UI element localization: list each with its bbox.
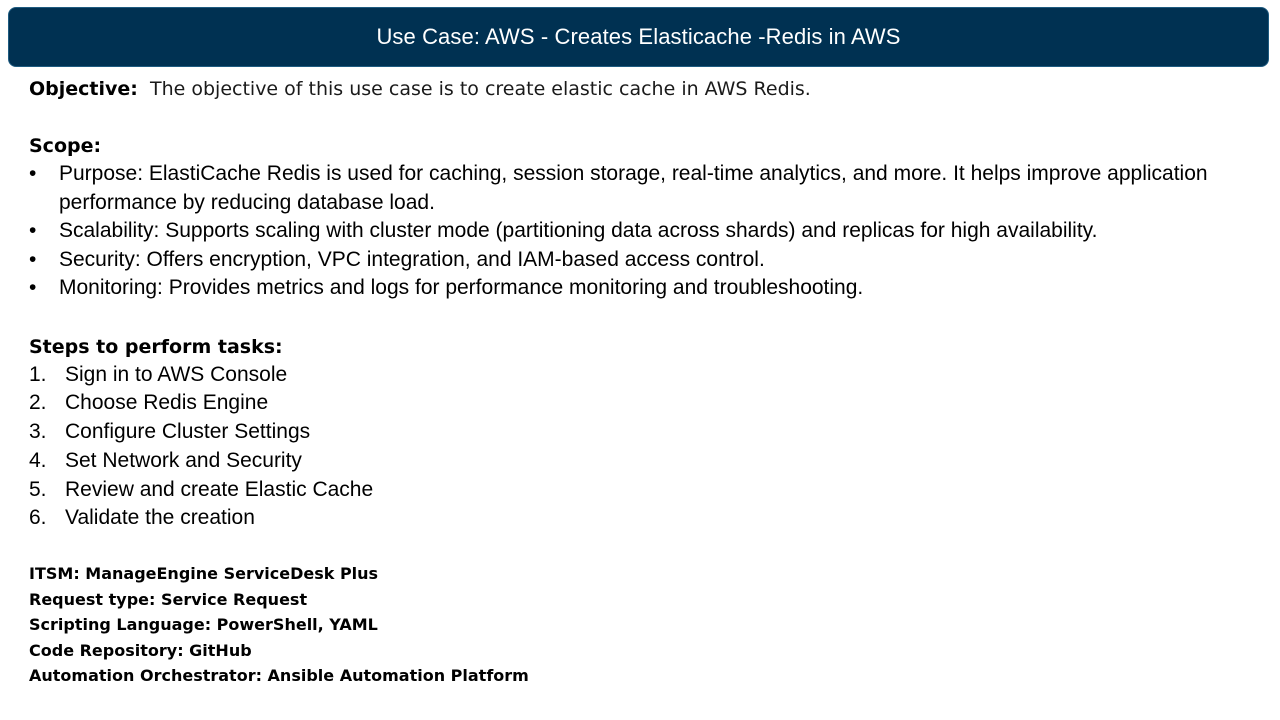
list-item: 6. Validate the creation <box>29 504 1259 533</box>
list-item: • Security: Offers encryption, VPC integr… <box>29 246 1259 275</box>
objective-text: The objective of this use case is to cre… <box>149 78 811 100</box>
scope-item-text: Purpose: ElastiCache Redis is used for c… <box>59 162 1208 214</box>
bullet-icon: • <box>29 276 37 299</box>
scope-item-text: Security: Offers encryption, VPC integra… <box>59 247 765 271</box>
step-text: Configure Cluster Settings <box>65 420 311 444</box>
request-type-line: Request type: Service Request <box>29 589 308 609</box>
step-number: 6. <box>29 506 47 530</box>
step-text: Set Network and Security <box>65 448 302 472</box>
scripting-language-line: Scripting Language: PowerShell, YAML <box>29 615 378 635</box>
step-text: Sign in to AWS Console <box>65 362 288 386</box>
list-item: 4. Set Network and Security <box>29 447 1259 476</box>
automation-orchestrator-line: Automation Orchestrator: Ansible Automat… <box>29 666 529 686</box>
steps-heading: Steps to perform tasks: <box>29 335 283 358</box>
title-banner: Use Case: AWS - Creates Elasticache -Red… <box>8 7 1269 67</box>
list-item: • Scalability: Supports scaling with clus… <box>29 217 1259 246</box>
list-item: 1. Sign in to AWS Console <box>29 361 1259 390</box>
bullet-icon: • <box>29 247 37 271</box>
metadata-block: ITSM: ManageEngine ServiceDesk Plus Requ… <box>29 561 1259 689</box>
step-number: 4. <box>29 448 47 472</box>
step-text: Review and create Elastic Cache <box>65 477 374 501</box>
step-number: 1. <box>29 362 47 386</box>
list-item: • Purpose: ElastiCache Redis is used for … <box>29 160 1259 217</box>
page-title: Use Case: AWS - Creates Elasticache -Red… <box>376 24 901 49</box>
scope-item-text: Scalability: Supports scaling with clust… <box>59 219 1098 242</box>
list-item: 3. Configure Cluster Settings <box>29 418 1259 447</box>
list-item: 2. Choose Redis Engine <box>29 389 1259 418</box>
bullet-icon: • <box>29 219 37 242</box>
slide-content: Objective: The objective of this use cas… <box>29 74 1259 689</box>
list-item: • Monitoring: Provides metrics and logs f… <box>29 274 1259 303</box>
bullet-icon: • <box>29 162 37 185</box>
step-number: 2. <box>29 391 47 415</box>
scope-list: • Purpose: ElastiCache Redis is used for … <box>29 160 1259 303</box>
step-text: Validate the creation <box>65 506 255 530</box>
itsm-line: ITSM: ManageEngine ServiceDesk Plus <box>29 564 379 584</box>
objective: Objective: The objective of this use cas… <box>29 74 1259 104</box>
scope-heading: Scope: <box>29 135 102 157</box>
steps-list: 1. Sign in to AWS Console 2. Choose Redis … <box>29 361 1259 534</box>
step-number: 5. <box>29 477 47 501</box>
step-text: Choose Redis Engine <box>65 391 269 415</box>
scope-item-text: Monitoring: Provides metrics and logs fo… <box>59 276 864 299</box>
list-item: 5. Review and create Elastic Cache <box>29 476 1259 505</box>
code-repository-line: Code Repository: GitHub <box>29 640 252 660</box>
objective-label: Objective: <box>29 78 138 100</box>
step-number: 3. <box>29 420 47 444</box>
